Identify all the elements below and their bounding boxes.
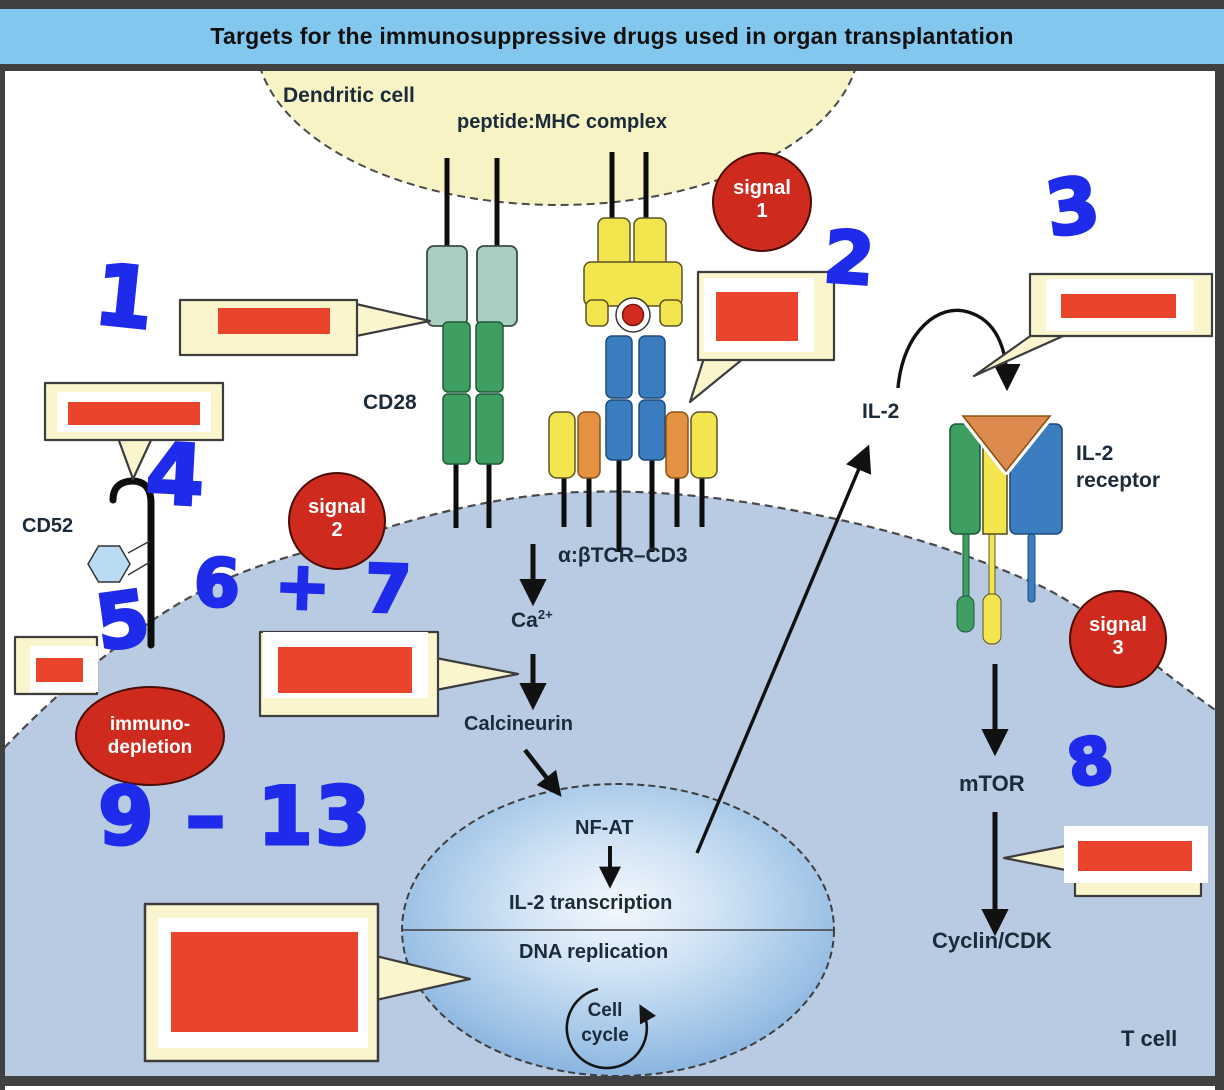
calcineurin-label: Calcineurin [464, 713, 573, 735]
cd52-glycan-hexagon [87, 545, 131, 583]
title-bar: Targets for the immunosuppressive drugs … [0, 0, 1224, 71]
signal-3-badge [1069, 590, 1167, 688]
cd3-chains [548, 411, 718, 479]
signal-2-word: signal [308, 496, 366, 518]
mhc-molecule [583, 217, 683, 333]
cell-cycle-line2: cycle [581, 1025, 629, 1046]
cell-cycle-line1: Cell [587, 1000, 623, 1021]
callout-9-13 [143, 902, 472, 1063]
immunodepletion-text: immuno- depletion [78, 713, 222, 759]
mtor-label: mTOR [959, 771, 1025, 796]
peptide-mhc-label: peptide:MHC complex [457, 111, 668, 133]
il2-cytokine-triangle [961, 415, 1052, 473]
callout-6-7 [258, 630, 520, 718]
cell-cycle-arrow [565, 987, 657, 1070]
signal-2-text: signal 2 [287, 496, 387, 542]
arrow-il2-transcription-to-il2 [695, 444, 872, 854]
handwritten-number-1: 1 [89, 244, 160, 351]
redaction-6-7 [278, 647, 412, 693]
peptide-dot [621, 303, 645, 327]
il2-receptor-label: IL-2 receptor [1076, 440, 1160, 494]
il2-transcription-label: IL-2 transcription [509, 892, 673, 914]
il2-label: IL-2 [862, 400, 900, 423]
redaction-4 [68, 402, 200, 425]
signal-1-text: signal 1 [712, 177, 812, 223]
signal-1-number: 1 [756, 200, 768, 222]
tcr-receptor [605, 335, 666, 461]
immunodepletion-badge [75, 686, 225, 786]
b7-molecules [426, 245, 518, 327]
signal-3-text: signal 3 [1068, 614, 1168, 660]
signal-badges [75, 152, 1167, 786]
handwritten-number-9-13: 9 – 13 [97, 769, 373, 865]
arrow-il2-to-receptor [896, 308, 1021, 392]
tcr-cd3-label: α:βTCR–CD3 [558, 544, 688, 567]
immunodepletion-line1: immuno- [109, 714, 191, 735]
cd52-molecule [87, 477, 155, 649]
nucleus [401, 783, 835, 1077]
dendritic-cell-label: Dendritic cell [283, 84, 415, 107]
t-cell-membrane [3, 490, 1224, 749]
signal-2-badge [288, 472, 386, 570]
dna-replication-label: DNA replication [519, 941, 669, 963]
pathway-arrows [519, 308, 1021, 937]
cd28-receptor [442, 321, 504, 465]
signal-2-number: 2 [331, 519, 343, 541]
il2-receptor-shape [949, 412, 1063, 645]
cd28-label: CD28 [363, 391, 417, 414]
ca-base: Ca [511, 609, 538, 632]
handwritten-number-4: 4 [142, 423, 209, 527]
receptor-stems [444, 152, 705, 552]
ca-label: Ca2+ [511, 607, 553, 633]
redaction-1 [218, 308, 330, 334]
nfat-label: NF-AT [575, 817, 634, 839]
callout-1 [178, 298, 432, 357]
signal-1-badge [712, 152, 812, 252]
callout-4 [43, 381, 225, 481]
cell-cycle-label: Cell cycle [565, 998, 645, 1048]
callout-5 [13, 635, 99, 696]
il2-receptor-line1: IL-2 [1076, 442, 1114, 465]
il2-receptor-line2: receptor [1076, 469, 1161, 492]
redaction-9-13 [171, 932, 358, 1032]
immunodepletion-line2: depletion [107, 737, 193, 758]
arrow-calcineurin-to-nfat [523, 748, 562, 797]
redaction-5 [36, 658, 83, 682]
ca-superscript: 2+ [537, 607, 553, 622]
cyclin-cdk-label: Cyclin/CDK [932, 928, 1052, 953]
callout-8 [1002, 826, 1208, 898]
t-cell-label: T cell [1121, 1026, 1178, 1051]
callout-boxes [13, 270, 1214, 1063]
signal-1-word: signal [733, 177, 791, 199]
handwritten-number-6-7: 6 + 7 [191, 543, 420, 631]
handwritten-number-2: 2 [820, 213, 879, 303]
redaction-3 [1061, 294, 1176, 318]
redaction-8 [1078, 841, 1192, 871]
signal-3-word: signal [1089, 614, 1147, 636]
signal-3-number: 3 [1112, 637, 1124, 659]
callout-2 [688, 270, 836, 404]
figure-title: Targets for the immunosuppressive drugs … [210, 23, 1014, 49]
callout-3 [972, 272, 1214, 378]
cd52-label: CD52 [22, 515, 74, 537]
redaction-2 [716, 292, 798, 341]
